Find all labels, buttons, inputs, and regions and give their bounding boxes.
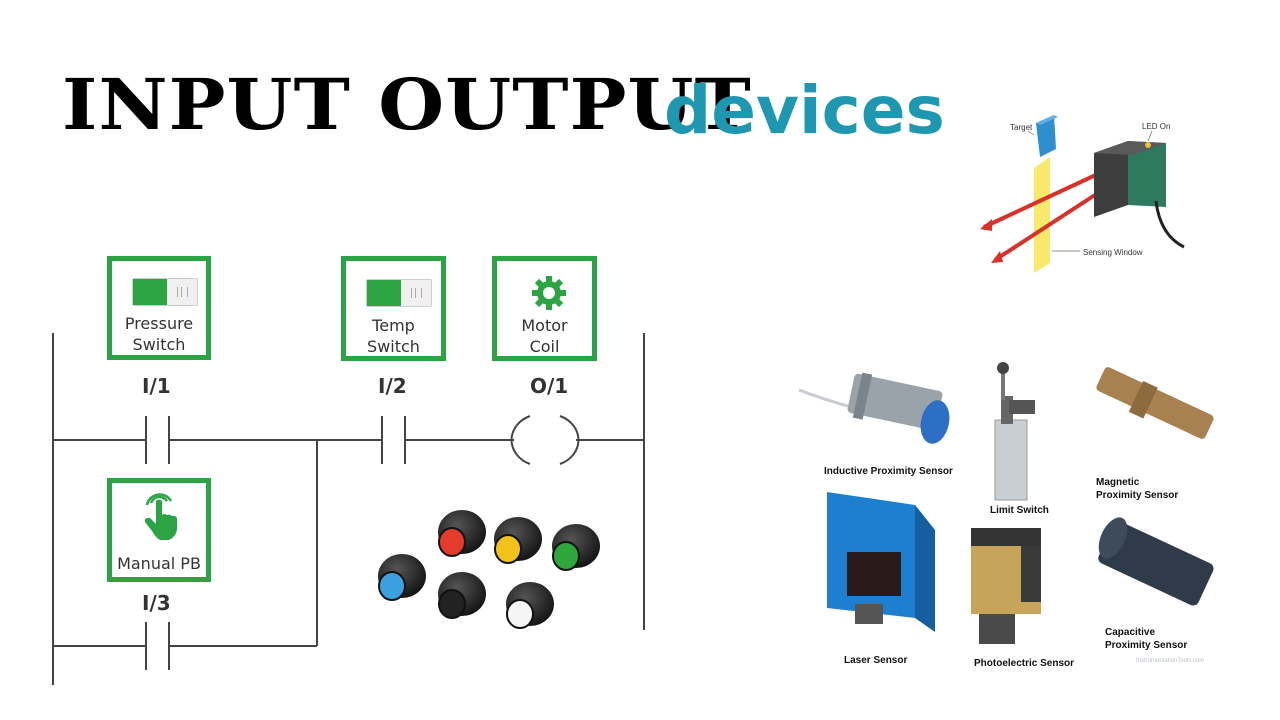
capacitive-sensor-image	[1098, 517, 1214, 606]
photoelectric-diagram	[980, 115, 1185, 273]
toggle-switch-icon	[132, 278, 198, 306]
photoelectric-sensor-label: Photoelectric Sensor	[974, 658, 1075, 669]
magnetic-sensor-image	[1096, 367, 1214, 439]
laser-sensor-image	[827, 492, 935, 632]
pushbutton	[494, 517, 542, 564]
hand-tap-icon	[144, 493, 177, 540]
ladder-diagram	[52, 333, 645, 685]
pressure-switch-card: Pressure Switch	[107, 256, 211, 360]
sensors-collage	[798, 362, 1214, 644]
gear-icon	[532, 276, 566, 310]
sensor-box	[1128, 141, 1166, 207]
pushbutton	[552, 524, 600, 571]
address-i1: I/1	[142, 374, 171, 398]
manual-pb-label: Manual PB	[117, 554, 201, 573]
sensing-window	[1034, 157, 1050, 273]
pressure-switch-label: Pressure Switch	[124, 314, 194, 354]
pushbutton	[378, 554, 426, 601]
pushbutton-cap	[494, 534, 522, 564]
address-o1: O/1	[530, 374, 569, 398]
magnetic-sensor-label: Magnetic Proximity Sensor	[1096, 477, 1179, 501]
sensing-window-label: Sensing Window	[1083, 248, 1143, 257]
target-block	[1036, 115, 1056, 157]
pushbutton	[438, 510, 486, 557]
inductive-sensor-label: Inductive Proximity Sensor	[824, 466, 953, 477]
inductive-sensor-image	[798, 372, 950, 444]
watermark: InstrumentationTools.com	[1136, 658, 1205, 664]
temp-switch-card: Temp Switch	[341, 256, 446, 361]
beam-2	[993, 191, 1100, 262]
sensor-cable	[1154, 200, 1185, 249]
motor-coil-card: Motor Coil	[492, 256, 597, 361]
motor-coil-label: Motor Coil	[521, 316, 568, 356]
manual-pb-card: Manual PB	[107, 478, 211, 582]
limit-switch-image	[994, 362, 1035, 501]
coil-o1-right	[559, 415, 580, 465]
pushbutton-cap	[552, 541, 580, 571]
coil-o1-left	[510, 415, 531, 465]
pushbutton-cap	[378, 571, 406, 601]
led-indicator	[1145, 142, 1151, 148]
toggle-switch-icon	[366, 279, 432, 307]
title-sub: devices	[664, 72, 945, 149]
photoelectric-sensor-image	[971, 528, 1041, 644]
capacitive-sensor-label: Capacitive Proximity Sensor	[1105, 627, 1188, 651]
title-main: INPUT OUTPUT	[62, 63, 752, 146]
address-i2: I/2	[378, 374, 407, 398]
target-label: Target	[1010, 123, 1033, 132]
led-on-label: LED On	[1142, 122, 1171, 131]
pushbutton	[506, 582, 554, 629]
beam-1	[983, 171, 1101, 229]
address-i3: I/3	[142, 591, 171, 615]
pushbuttons-illustration	[378, 510, 600, 629]
pushbutton-cap	[438, 527, 466, 557]
temp-switch-label: Temp Switch	[367, 316, 420, 356]
pushbutton-cap	[438, 589, 466, 619]
pushbutton	[438, 572, 486, 619]
laser-sensor-label: Laser Sensor	[844, 655, 908, 666]
limit-switch-label: Limit Switch	[990, 505, 1049, 516]
pushbutton-cap	[506, 599, 534, 629]
